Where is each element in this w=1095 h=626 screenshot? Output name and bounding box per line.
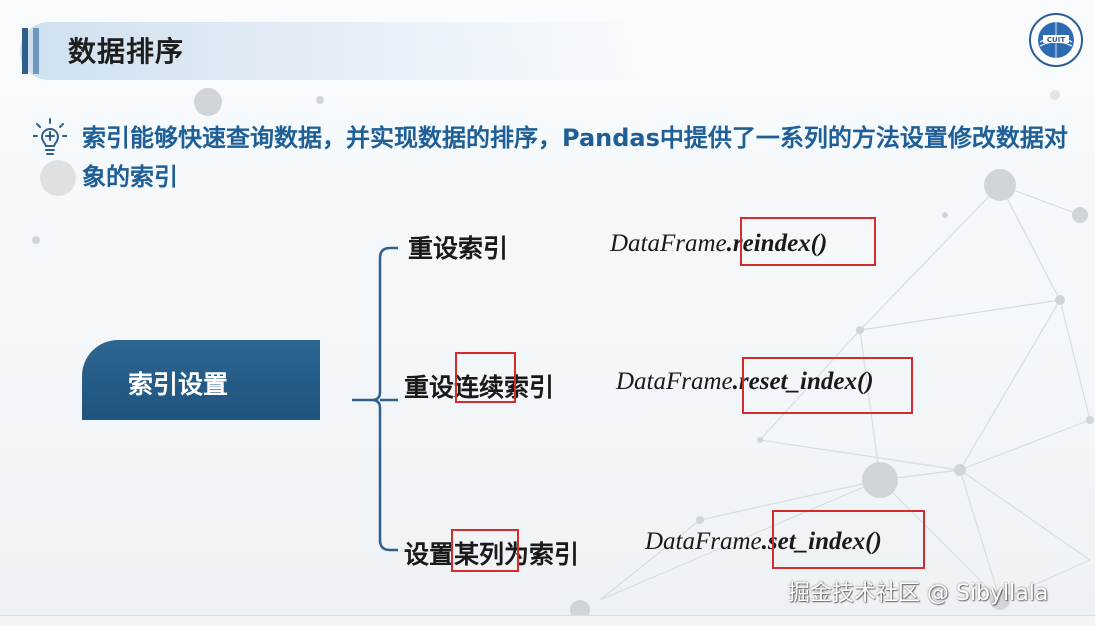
item-label-set-index: 设置某列为索引	[404, 540, 580, 569]
highlight-box-lianxu	[455, 352, 516, 403]
university-logo: CUIT	[1029, 13, 1083, 67]
item-label-reindex: 重设索引	[408, 234, 509, 263]
highlight-box-moulie	[451, 529, 519, 572]
category-pill	[82, 340, 320, 420]
lightbulb-icon	[33, 118, 67, 155]
slide-title: 数据排序	[68, 35, 185, 68]
code-reindex: DataFrame.reindex()	[610, 230, 828, 257]
highlight-box-set-index	[772, 510, 925, 569]
highlight-box-reindex	[740, 217, 876, 266]
bottom-strip	[0, 615, 1095, 626]
category-label: 索引设置	[128, 370, 229, 399]
watermark: 掘金技术社区 @ Sibyllala	[788, 581, 1049, 606]
title-accent-bar-light	[33, 28, 39, 74]
logo-text: CUIT	[1047, 36, 1065, 44]
intro-text: 索引能够快速查询数据，并实现数据的排序，Pandas中提供了一系列的方法设置修改…	[82, 124, 1068, 191]
code-reset-index: DataFrame.reset_index()	[616, 368, 874, 395]
item-label-reset-index: 重设连续索引	[404, 373, 555, 402]
title-accent-bar	[22, 28, 28, 74]
title-bar	[20, 22, 640, 80]
highlight-box-reset-index	[742, 357, 913, 414]
code-set-index: DataFrame.set_index()	[645, 528, 882, 555]
